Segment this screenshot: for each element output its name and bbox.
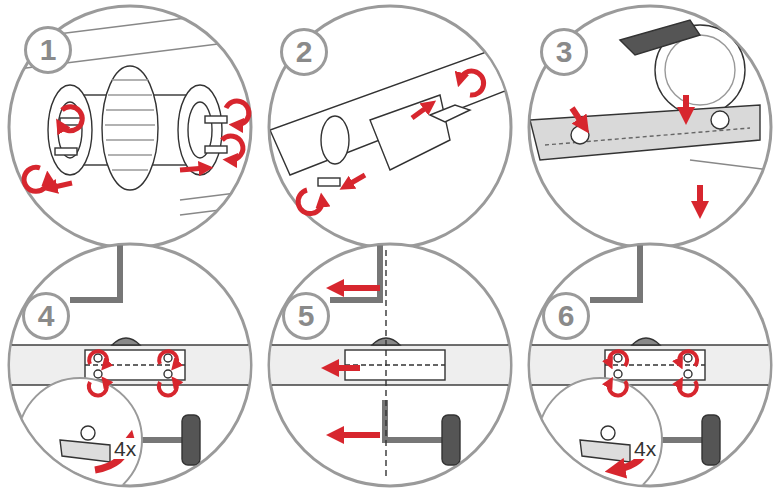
step-badge: 1 <box>24 26 72 74</box>
step-badge: 4 <box>22 292 70 340</box>
step-number: 2 <box>296 37 313 67</box>
step-number: 3 <box>556 37 573 67</box>
step-badge: 2 <box>280 28 328 76</box>
count-label: 4x <box>112 438 138 459</box>
step-badge: 3 <box>540 28 588 76</box>
step-number: 5 <box>298 301 315 331</box>
count-label: 4x <box>632 438 658 459</box>
step-number: 4 <box>38 301 55 331</box>
step-number: 1 <box>40 35 57 65</box>
step-number: 6 <box>558 301 575 331</box>
step-badge: 6 <box>542 292 590 340</box>
step-badge: 5 <box>282 292 330 340</box>
